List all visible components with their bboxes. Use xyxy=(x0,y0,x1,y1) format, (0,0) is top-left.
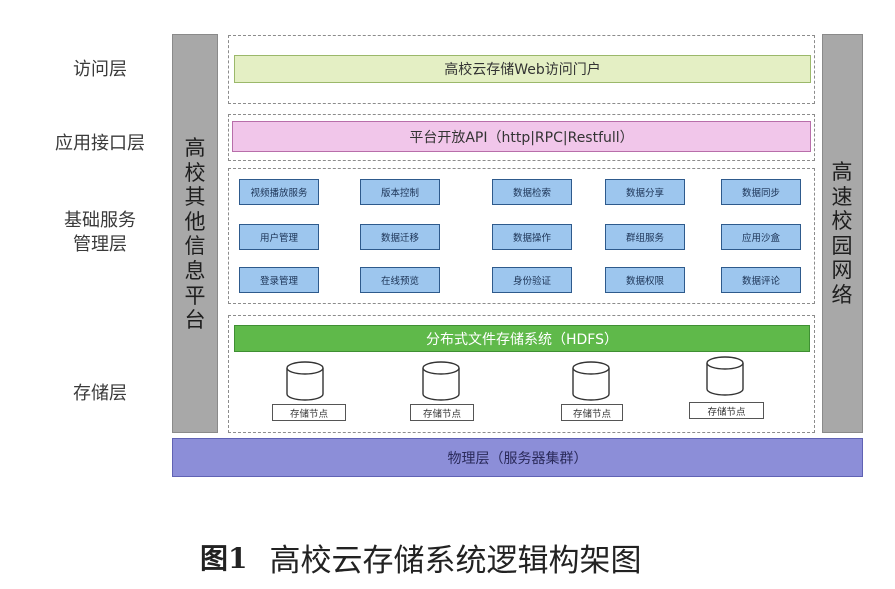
storage-layer-box xyxy=(228,315,815,433)
storage-node-label: 存储节点 xyxy=(689,402,764,419)
hdfs-text: 分布式文件存储系统（HDFS） xyxy=(425,331,618,348)
service-box: 数据操作 xyxy=(492,224,572,250)
storage-node-label: 存储节点 xyxy=(272,404,346,421)
service-box: 群组服务 xyxy=(605,224,685,250)
right-network-bar xyxy=(822,34,863,433)
service-box: 数据检索 xyxy=(492,179,572,205)
base-service-layer-box xyxy=(228,168,815,304)
label-access-layer: 访问层 xyxy=(73,59,127,80)
label-storage-layer: 存储层 xyxy=(73,383,127,404)
figure-title: 高校云存储系统逻辑构架图 xyxy=(269,542,642,579)
label-api-layer: 应用接口层 xyxy=(55,133,145,154)
access-layer-box xyxy=(228,35,815,104)
storage-node-label: 存储节点 xyxy=(561,404,623,421)
service-box: 数据权限 xyxy=(605,267,685,293)
label-base-service-layer-line2: 管理层 xyxy=(73,234,127,255)
database-cylinder-icon xyxy=(572,361,610,401)
service-box: 数据同步 xyxy=(721,179,801,205)
web-portal-bar: 高校云存储Web访问门户 xyxy=(234,55,811,83)
service-box: 在线预览 xyxy=(360,267,440,293)
database-cylinder-icon xyxy=(706,356,744,396)
label-base-service-layer-line1: 基础服务 xyxy=(64,210,136,231)
service-box: 用户管理 xyxy=(239,224,319,250)
service-box: 应用沙盒 xyxy=(721,224,801,250)
figure-number: 图1 xyxy=(200,542,248,575)
database-cylinder-icon xyxy=(286,361,324,401)
api-layer-box xyxy=(228,114,815,161)
hdfs-bar: 分布式文件存储系统（HDFS） xyxy=(234,325,810,352)
service-box: 版本控制 xyxy=(360,179,440,205)
open-api-bar: 平台开放API（http|RPC|Restfull） xyxy=(232,121,811,152)
service-box: 身份验证 xyxy=(492,267,572,293)
service-box: 登录管理 xyxy=(239,267,319,293)
open-api-text: 平台开放API（http|RPC|Restfull） xyxy=(409,129,634,146)
storage-node-label: 存储节点 xyxy=(410,404,474,421)
physical-layer-bar: 物理层（服务器集群） xyxy=(172,438,863,477)
right-network-text: 高速校园网络 xyxy=(831,160,853,307)
service-box: 数据评论 xyxy=(721,267,801,293)
service-box: 数据分享 xyxy=(605,179,685,205)
database-cylinder-icon xyxy=(422,361,460,401)
service-box: 视频播放服务 xyxy=(239,179,319,205)
left-platform-text: 高校其他信息平台 xyxy=(184,136,206,333)
physical-layer-text: 物理层（服务器集群） xyxy=(447,450,588,467)
left-platform-bar xyxy=(172,34,218,433)
figure-caption: 图1 高校云存储系统逻辑构架图 xyxy=(200,535,700,579)
web-portal-text: 高校云存储Web访问门户 xyxy=(444,62,601,78)
service-box: 数据迁移 xyxy=(360,224,440,250)
